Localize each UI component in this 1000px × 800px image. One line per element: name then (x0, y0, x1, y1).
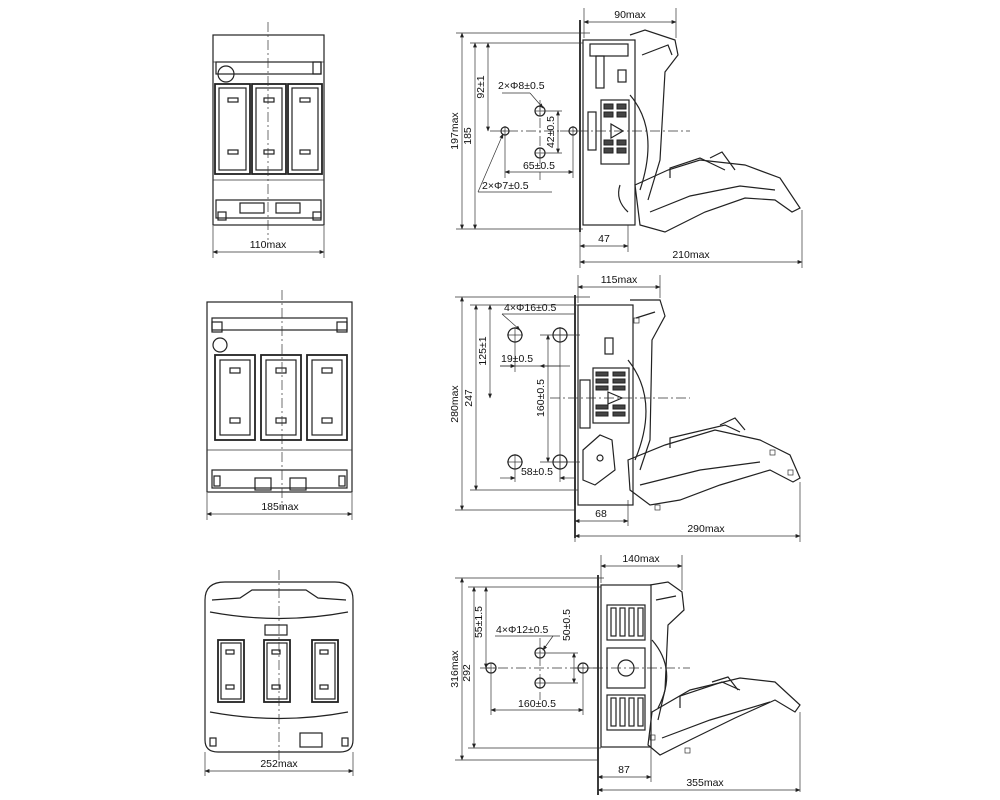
large-side-view: 140max 316max 292 55±1.5 50±0.5 160±0.5 … (449, 553, 801, 795)
dim-hole-offset: 19±0.5 (501, 353, 533, 365)
dim-base-depth: 47 (598, 233, 610, 245)
dim-hole-vertical: 50±0.5 (561, 609, 573, 641)
dim-base-depth: 68 (595, 508, 607, 520)
pole-2 (263, 639, 291, 703)
indicator-window (217, 65, 235, 83)
dim-side-width: 90max (614, 9, 646, 21)
pole-2 (251, 83, 287, 175)
dim-hole-horizontal: 65±0.5 (523, 160, 555, 172)
dim-front-width: 185max (261, 501, 299, 513)
dim-total-depth: 290max (687, 523, 725, 535)
dim-hole-top: 125±1 (477, 336, 489, 365)
medium-side-view: 115max 280max 247 125±1 19±0.5 160±0.5 (449, 274, 801, 542)
dim-total-depth: 210max (672, 249, 710, 261)
pole-1 (214, 354, 256, 441)
pole-3 (287, 83, 323, 175)
large-front-view: 252max (204, 570, 354, 776)
label-holes-small: 2×Φ7±0.5 (482, 180, 529, 192)
medium-front-view: 185max (206, 290, 353, 520)
pole-1 (217, 639, 245, 703)
dim-hole-horizontal: 58±0.5 (521, 466, 553, 478)
dim-hole-vertical: 160±0.5 (535, 379, 547, 417)
small-side-view: 90max 197max 185 92±1 42±0.5 65±0.5 2×Φ8… (449, 8, 803, 268)
dim-total-height: 197max (449, 112, 461, 150)
label-holes: 4×Φ12±0.5 (496, 624, 549, 636)
dim-front-width: 110max (250, 239, 287, 251)
small-front-view: 110max (212, 22, 325, 258)
dim-base-depth: 87 (618, 764, 630, 776)
dim-side-width: 115max (601, 274, 638, 286)
indicator-window (212, 337, 228, 353)
pole-2 (260, 354, 302, 441)
dim-total-height: 316max (449, 650, 461, 688)
pole-3 (306, 354, 348, 441)
label-holes: 4×Φ16±0.5 (504, 302, 557, 314)
dim-front-width: 252max (260, 758, 298, 770)
dim-hole-vertical: 42±0.5 (545, 116, 557, 148)
pole-1 (214, 83, 251, 175)
label-holes-large: 2×Φ8±0.5 (498, 80, 545, 92)
dim-total-depth: 355max (686, 777, 724, 789)
dim-total-height: 280max (449, 385, 461, 423)
pole-3 (311, 639, 339, 703)
dim-hole-horizontal: 160±0.5 (518, 698, 556, 710)
dim-height: 247 (463, 389, 475, 407)
dim-side-width: 140max (622, 553, 660, 565)
dim-hole-top: 55±1.5 (473, 606, 485, 638)
dim-height: 185 (462, 127, 474, 145)
dim-hole-top: 92±1 (475, 75, 487, 98)
dim-height: 292 (461, 664, 473, 682)
